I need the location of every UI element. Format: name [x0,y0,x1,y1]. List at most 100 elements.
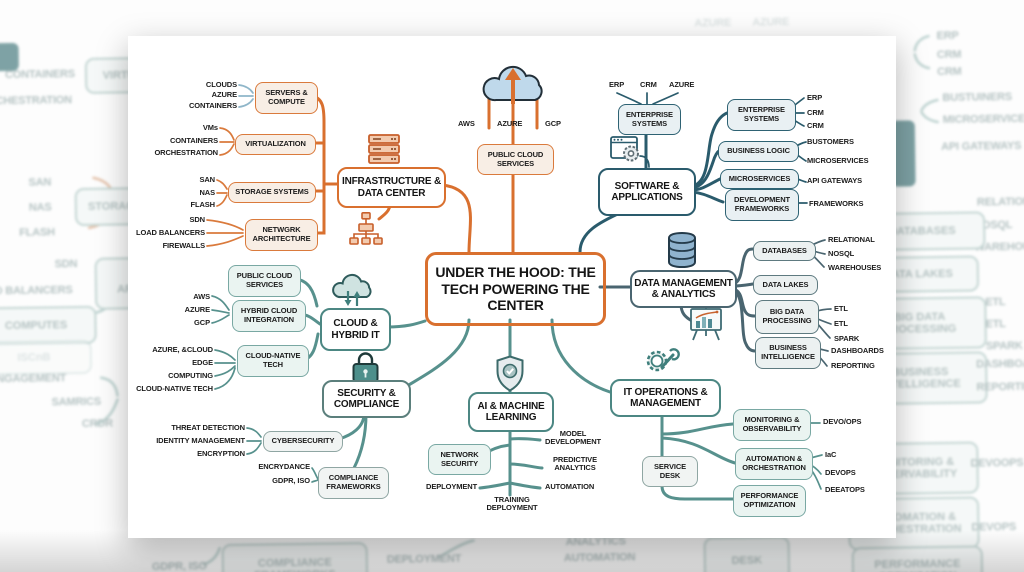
leaf-label: EDGE [192,358,213,367]
leaf-label: CONTAINERS [188,101,237,110]
leaf-label: FIREWALLS [162,241,206,250]
leaf-label: CRM [807,121,824,130]
bg-label: LOAD BALANCERS [0,284,73,298]
sitemap-icon [349,212,383,246]
leaf-label: MICROSERVICES [807,156,869,165]
subnode-development-frameworks: DEVELOPMENT FRAMEWORKS [725,189,799,221]
leaf-label: AZURE [184,305,210,314]
leaf-label: RELATIONAL [828,235,875,244]
node-ai-ml: AI & MACHINE LEARNING [468,392,554,432]
leaf-label: CLOUDS [205,80,237,89]
leaf-label: SAN [199,175,215,184]
mindmap-card: UNDER THE HOOD: THE TECH POWERING THE CE… [128,36,896,538]
node-infrastructure: INFRASTRUCTURE & DATA CENTER [337,167,446,208]
leaf-label: COMPUTING [168,371,213,380]
leaf-label: AUTOMATION [545,482,595,491]
leaf-label: IDENTITY MANAGEMENT [156,436,245,445]
bg-label: AZURE [694,16,732,30]
subnode-public-cloud-services: PUBLIC CLOUD SERVICES [228,265,301,297]
bg-label: NAS [28,201,52,214]
bg-label: DASHBOARDS [976,357,1024,371]
leaf-label: DEVO/OPS [823,417,862,426]
subnode-service-desk: SERVICE DESK [642,456,698,487]
leaf-label: GDPR, ISO [272,476,310,485]
leaf-label: AZURE, &CLOUD [152,345,213,354]
bg-label: SAMRICS [51,395,101,409]
leaf-label: NOSQL [828,249,855,258]
central-node: UNDER THE HOOD: THE TECH POWERING THE CE… [425,252,606,326]
leaf-label: WAREHOUSES [828,263,882,272]
leaf-label: AZURE [211,90,237,99]
node-software: SOFTWARE & APPLICATIONS [598,168,696,216]
padlock-icon [352,350,379,384]
bg-label: DEVOOPS [970,456,1024,470]
bg-label: FLASH [19,226,55,239]
leaf-label: THREAT DETECTION [171,423,245,432]
leaf-label: PREDICTIVE ANALYTICS [552,455,597,473]
leaf-label: FRAMEWORKS [809,199,864,208]
subnode-storage-systems: STORAGE SYSTEMS [228,182,316,203]
subnode-automation-orchestration: AUTOMATION & ORCHESTRATION [735,448,813,480]
leaf-label: BUSTOMERS [807,137,854,146]
bg-label: AZURE [752,16,790,29]
leaf-label: AZURE [669,80,695,89]
bg-box: ISCnB [0,339,93,376]
bg-node-chip [0,42,19,72]
bg-label: ETL [985,318,1006,331]
bg-label: ORCHESTRATION [0,94,72,108]
bg-label: MICROSERVICES [942,112,1024,126]
shield-check-icon [495,355,525,393]
subnode-network-security: NETWORK SECURITY [428,444,491,475]
bg-label: ERP [936,29,959,43]
database-icon [667,231,697,269]
bg-label: ETL [985,296,1006,309]
subnode-enterprise-systems-top: ENTERPRISE SYSTEMS [618,104,681,135]
subnode-servers-compute: SERVERS & COMPUTE [255,82,318,114]
bg-label: SPARK [985,339,1023,353]
leaf-label: CRM [807,108,824,117]
bg-label: CRM [936,48,962,62]
leaf-label: DASHBOARDS [831,346,884,355]
subnode-virtualization: VIRTUALIZATION [235,134,316,155]
leaf-label: CONTAINERS [169,136,218,145]
subnode-big-data-processing: BIG DATA PROCESSING [755,300,819,334]
subnode-cloud-native-tech: CLOUD-NATIVE TECH [237,345,309,377]
leaf-label: AWS [458,119,475,128]
node-data-management: DATA MANAGEMENT & ANALYTICS [630,270,737,308]
leaf-label: LOAD BALANCERS [135,228,205,237]
node-cloud-hybrid: CLOUD & HYBRID IT [320,308,391,351]
leaf-label: CRM [640,80,657,89]
subnode-public-cloud-services-top: PUBLIC CLOUD SERVICES [477,144,554,175]
bg-label: CRDR [81,417,113,431]
leaf-label: SDN [189,215,205,224]
subnode-business-logic: BUSINESS LOGIC [718,141,799,162]
leaf-label: AWS [193,292,210,301]
leaf-label: AZURE [497,119,523,128]
bg-label: BUSTUINERS [942,91,1013,104]
subnode-monitoring-observability: MONITORING & OBSERVABILITY [733,409,811,441]
subnode-performance-optimization: PERFORMANCE OPTIMIZATION [733,485,806,517]
bg-label: RELATIONAL [976,195,1024,209]
leaf-label: SPARK [834,334,860,343]
leaf-label: ERP [807,93,823,102]
leaf-label: ERP [609,80,625,89]
leaf-label: ENCRYDANCE [258,462,310,471]
leaf-label: VMs [202,123,218,132]
gear-wrench-icon [644,346,682,380]
bg-label: API GATEWAYS [941,139,1022,153]
node-it-operations: IT OPERATIONS & MANAGEMENT [610,379,721,417]
leaf-label: ORCHESTRATION [154,148,218,157]
leaf-label: REPORTING [831,361,875,370]
leaf-label: DEVOPS [825,468,856,477]
subnode-microservices: MICROSERVICES [720,169,799,189]
subnode-databases: DATABASES [753,241,816,261]
leaf-label: DEPLOYMENT [426,482,478,491]
leaf-label: ETL [834,319,848,328]
server-rack-icon [368,134,400,164]
subnode-business-intelligence: BUSINESS INTELLIGENCE [755,337,821,369]
subnode-enterprise-systems: ENTERPRISE SYSTEMS [727,99,796,131]
leaf-label: GCP [194,318,210,327]
leaf-label: MODEL DEVELOPMENT [545,429,601,447]
